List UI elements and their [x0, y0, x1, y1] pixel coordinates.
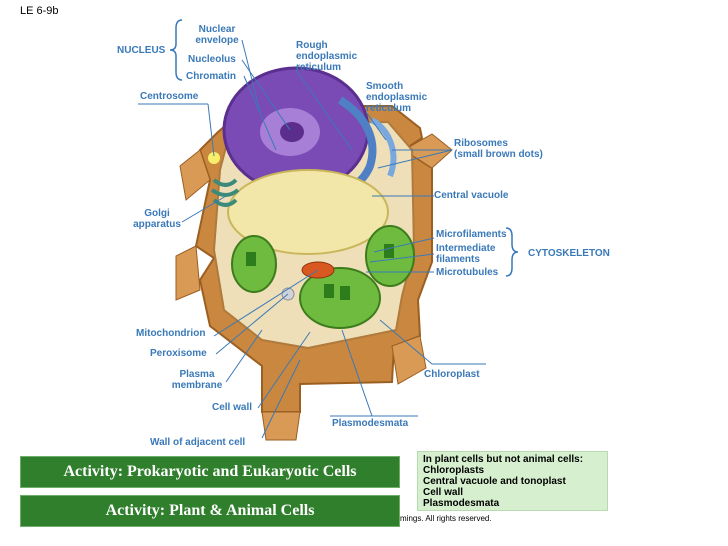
label-wall-adjacent-cell: Wall of adjacent cell — [150, 437, 246, 448]
note-item: Central vacuole and tonoplast — [423, 476, 566, 487]
label-centrosome: Centrosome — [140, 91, 199, 102]
label-mitochondrion: Mitochondrion — [136, 328, 206, 339]
label-plasma-membrane: Plasma membrane — [171, 369, 223, 391]
note-item: Chloroplasts — [423, 465, 485, 476]
plant-only-note: In plant cells but not animal cells: Chl… — [417, 451, 608, 511]
label-rough-er: Rough endoplasmic reticulum — [296, 40, 358, 73]
chloroplast-shapes — [231, 225, 415, 329]
label-nucleus: NUCLEUS — [117, 45, 166, 56]
smooth-er-shape — [370, 117, 397, 178]
leader-lines — [138, 39, 486, 439]
label-cell-wall: Cell wall — [212, 402, 253, 413]
note-item: Cell wall — [423, 487, 464, 498]
copyright-text: mings. All rights reserved. — [400, 514, 492, 523]
activity-plant-animal-button[interactable]: Activity: Plant & Animal Cells — [20, 495, 400, 527]
label-chloroplast: Chloroplast — [424, 369, 480, 380]
label-nuclear-envelope: Nuclear envelope — [195, 24, 239, 46]
centrosome-shape — [208, 152, 220, 164]
label-nucleolus: Nucleolus — [188, 54, 236, 65]
note-title: In plant cells but not animal cells: — [423, 454, 584, 465]
label-microfilaments: Microfilaments — [436, 229, 507, 240]
label-peroxisome: Peroxisome — [150, 348, 207, 359]
note-item: Plasmodesmata — [423, 498, 500, 509]
label-intermediate-filaments: Intermediate filaments — [436, 243, 496, 265]
label-central-vacuole: Central vacuole — [434, 190, 509, 201]
label-golgi: Golgi apparatus — [133, 208, 181, 230]
label-cytoskeleton: CYTOSKELETON — [528, 248, 610, 259]
activity-prokaryotic-eukaryotic-button[interactable]: Activity: Prokaryotic and Eukaryotic Cel… — [20, 456, 400, 488]
label-smooth-er: Smooth endoplasmic reticulum — [366, 81, 428, 114]
label-ribosomes: Ribosomes (small brown dots) — [454, 138, 543, 160]
label-microtubules: Microtubules — [436, 267, 499, 278]
figure-id: LE 6-9b — [20, 5, 59, 17]
label-plasmodesmata: Plasmodesmata — [332, 418, 409, 429]
nucleus-shape — [222, 66, 370, 194]
vacuole-shape — [227, 169, 389, 255]
cytoskeleton-brace — [505, 227, 519, 277]
nucleus-brace — [169, 19, 183, 81]
label-chromatin: Chromatin — [186, 71, 236, 82]
